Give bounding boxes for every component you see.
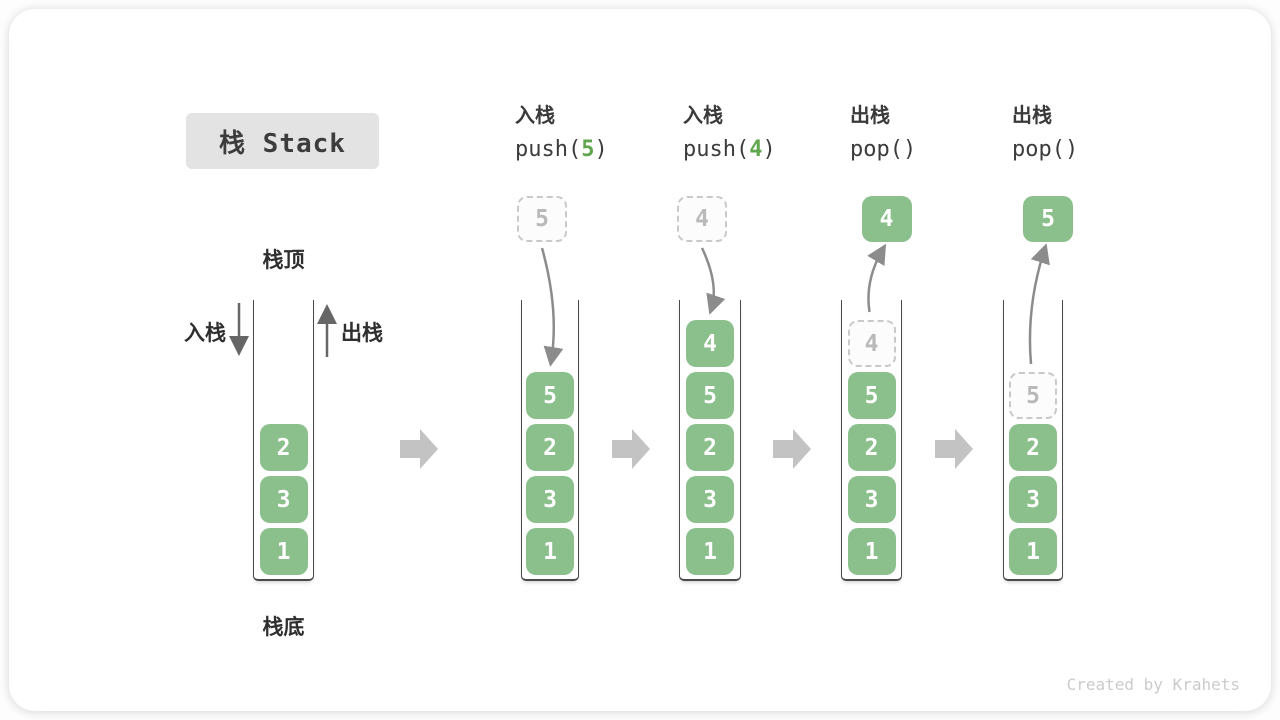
stack-block: 2 xyxy=(1009,424,1057,471)
stack-block: 3 xyxy=(1009,476,1057,523)
code-text: push( xyxy=(683,137,750,162)
transition-arrow-icon xyxy=(935,429,973,469)
stack-block: 3 xyxy=(686,476,734,523)
stack-block: 1 xyxy=(847,528,896,575)
stack-bottom-label: 栈底 xyxy=(262,616,305,639)
operation-label-zh: 出栈 xyxy=(850,105,890,127)
pop-direction-label: 出栈 xyxy=(341,322,383,345)
operation-label-zh: 入栈 xyxy=(683,105,723,127)
watermark-text: Created by Krahets xyxy=(1066,675,1240,694)
stack-block: 4 xyxy=(686,320,734,367)
stack-block: 2 xyxy=(526,424,574,471)
code-text: ) xyxy=(762,137,776,162)
stack-block: 1 xyxy=(686,528,734,575)
stack-block: 1 xyxy=(526,528,574,575)
operation-label-zh: 出栈 xyxy=(1012,105,1052,127)
stack-slot-ghost: 4 xyxy=(847,320,896,367)
stack-block: 2 xyxy=(686,424,734,471)
transition-arrow-icon xyxy=(400,429,438,469)
stack-block: 5 xyxy=(847,372,896,419)
code-text: ) xyxy=(594,137,608,162)
stack-block: 3 xyxy=(259,476,308,523)
stack-block: 3 xyxy=(526,476,574,523)
popped-value-box: 5 xyxy=(1023,196,1073,242)
operation-code: pop() xyxy=(850,139,916,161)
operation-header: 入栈 push(4) xyxy=(683,106,776,161)
incoming-value-box: 4 xyxy=(677,196,727,242)
stack-block: 5 xyxy=(686,372,734,419)
stack-block: 3 xyxy=(847,476,896,523)
transition-arrow-icon xyxy=(612,429,650,469)
code-argument: 5 xyxy=(581,137,595,162)
push-direction-label: 入栈 xyxy=(184,322,226,345)
stack-block: 2 xyxy=(847,424,896,471)
stack-top-label: 栈顶 xyxy=(262,249,305,272)
stack-block: 1 xyxy=(1009,528,1057,575)
popped-value-box: 4 xyxy=(861,196,912,242)
operation-header: 出栈 pop() xyxy=(1012,106,1078,161)
operation-code: push(4) xyxy=(683,139,776,161)
stack-block: 1 xyxy=(259,528,308,575)
code-argument: 4 xyxy=(749,137,763,162)
diagram-title-box: 栈 Stack xyxy=(186,113,379,169)
operation-header: 入栈 push(5) xyxy=(515,106,608,161)
stack-block: 2 xyxy=(259,424,308,471)
transition-arrow-icon xyxy=(773,429,811,469)
code-text: pop() xyxy=(850,137,917,162)
operation-header: 出栈 pop() xyxy=(850,106,916,161)
code-text: push( xyxy=(515,137,582,162)
operation-code: pop() xyxy=(1012,139,1078,161)
incoming-value-box: 5 xyxy=(517,196,567,242)
stack-slot-ghost: 5 xyxy=(1009,372,1057,419)
operation-label-zh: 入栈 xyxy=(515,105,555,127)
stack-block: 5 xyxy=(526,372,574,419)
operation-code: push(5) xyxy=(515,139,608,161)
code-text: pop() xyxy=(1012,137,1079,162)
diagram-title: 栈 Stack xyxy=(219,128,346,159)
